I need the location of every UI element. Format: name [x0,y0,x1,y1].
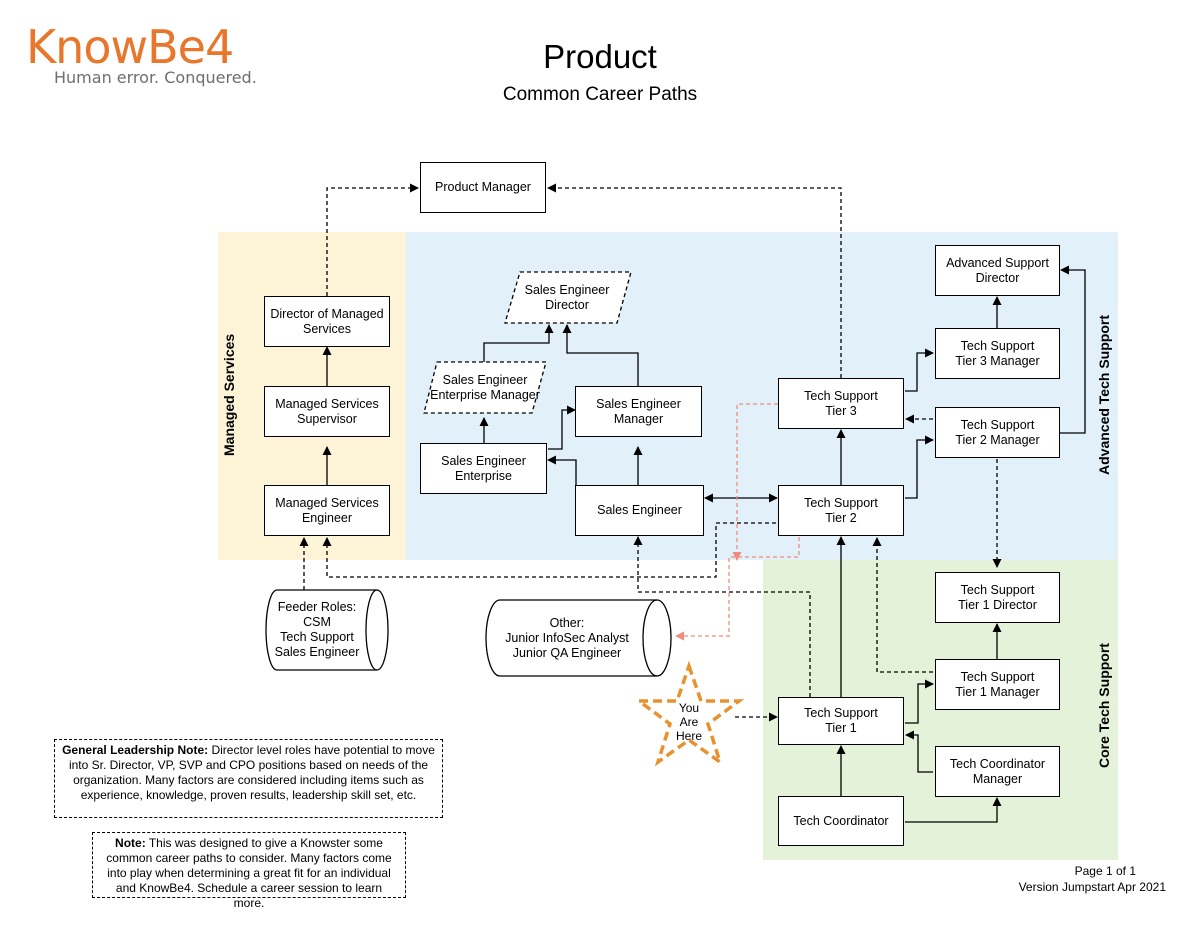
edge-tcm-to-tier1 [905,730,933,773]
managed-services-engineer-node: Managed Services Engineer [264,485,390,536]
sales-engineer-director-node: Sales Engineer Director [524,282,610,312]
logo-wordmark: KnowBe4 [26,20,234,74]
edge-se-to-see [547,455,577,510]
edge-t1m-to-tier2 [872,537,933,673]
edge-seem-to-sed [483,324,554,362]
design-note: Note: This was designed to give a Knowst… [92,832,406,910]
tech-support-tier1-node: Tech Support Tier 1 [778,697,904,745]
sales-engineer-director-shape [504,271,632,324]
sales-engineer-node: Sales Engineer [575,485,704,536]
tech-coordinator-manager-node: Tech Coordinator Manager [935,746,1060,797]
edge-tier1-to-t1m [905,679,934,724]
general-leadership-note: General Leadership Note: Director level … [54,739,443,818]
tech-support-tier1-director-node: Tech Support Tier 1 Director [935,572,1060,623]
edge-tier2-to-t2m [905,435,934,499]
edge-tier2-to-other-roles [675,537,800,641]
edge-tc-to-tcm [905,797,1002,823]
edge-tier1-to-se [633,536,811,697]
you-are-here-star [633,660,745,767]
sales-engineer-enterprise-manager-node: Sales Engineer Enterprise Manager [430,372,540,402]
tech-support-tier1-manager-node: Tech Support Tier 1 Manager [935,659,1060,710]
edge-tier3-to-pm [547,183,842,378]
page-title: Product [543,38,657,75]
design-note-label: Note: [115,836,146,850]
tech-support-tier3-manager-node: Tech Support Tier 3 Manager [935,328,1060,379]
other-roles-shape [485,599,672,677]
managed-services-supervisor-node: Managed Services Supervisor [264,386,390,437]
edge-tier2-to-mse [322,522,776,578]
edge-to-other-roles [732,403,778,561]
design-note-text: This was designed to give a Knowster som… [106,836,392,910]
you-are-here-label: You Are Here [675,701,702,743]
feeder-roles-shape [265,589,389,671]
logo-tagline: Human error. Conquered. [54,68,257,87]
page-subtitle: Common Career Paths [502,84,698,105]
knowbe4-logo: KnowBe4 Human error. Conquered. [26,22,276,97]
version-label: Version Jumpstart Apr 2021 [1018,880,1166,894]
edge-t2m-to-asd [1060,265,1086,434]
leadership-note-text: Director level roles have potential to m… [68,743,435,802]
sales-engineer-manager-node: Sales Engineer Manager [575,386,702,437]
edge-sem-to-sed [562,324,639,386]
director-of-managed-services-node: Director of Managed Services [264,296,390,347]
edge-tier3-to-t3m [905,348,934,392]
advanced-support-director-node: Advanced Support Director [935,245,1060,296]
page-number: Page 1 of 1 [1074,864,1136,878]
tech-support-tier2-node: Tech Support Tier 2 [778,485,904,536]
sales-engineer-enterprise-node: Sales Engineer Enterprise [420,443,547,494]
edge-see-to-sem [548,405,576,450]
other-roles-node: Other: Junior InfoSec Analyst Junior QA … [505,615,629,660]
tech-support-tier2-manager-node: Tech Support Tier 2 Manager [935,407,1060,458]
feeder-roles-node: Feeder Roles: CSM Tech Support Sales Eng… [274,600,360,659]
leadership-note-label: General Leadership Note: [62,743,209,757]
product-manager-node: Product Manager [420,162,546,213]
edge-director-to-pm [326,183,419,296]
tech-support-tier3-node: Tech Support Tier 3 [778,378,904,429]
tech-coordinator-node: Tech Coordinator [778,796,904,846]
sales-engineer-enterprise-manager-shape [423,361,547,414]
